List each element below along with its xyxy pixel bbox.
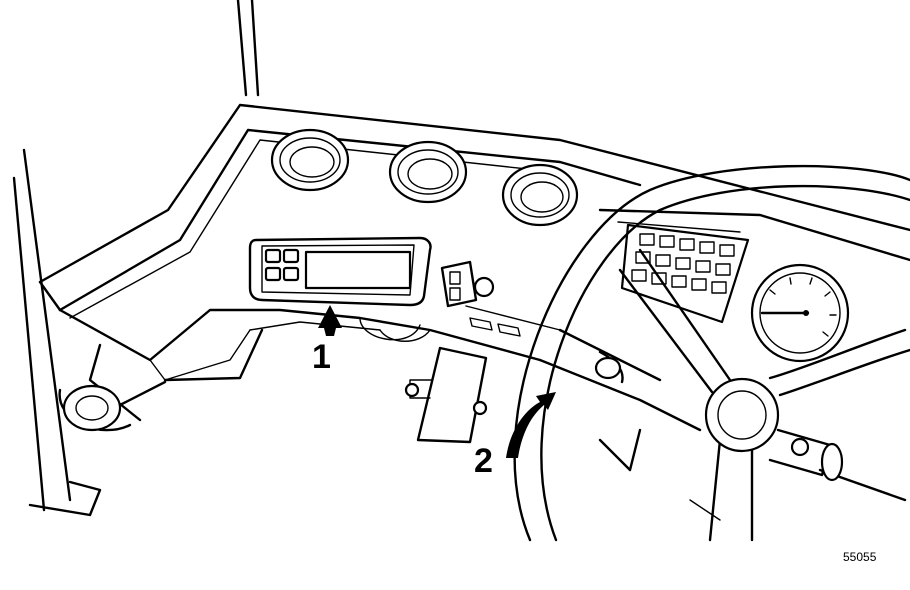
steering-column (558, 328, 662, 384)
callout-2-label: 2 (474, 442, 493, 480)
warning-light-panel (620, 223, 750, 324)
dashboard-body (38, 103, 910, 521)
arrow-1 (318, 305, 342, 336)
steering-wheel (513, 164, 910, 542)
switch-block (440, 260, 561, 337)
instrument-cluster (598, 208, 910, 363)
display-unit (248, 236, 432, 307)
vent-center (388, 140, 468, 204)
left-side-vent (58, 380, 167, 432)
column-stalk (768, 428, 844, 482)
steering-hub (704, 377, 780, 453)
cab-pillars (12, 0, 260, 517)
vent-right (501, 163, 579, 227)
display-buttons (264, 248, 300, 282)
air-vents (270, 128, 579, 227)
accelerator-pedal (379, 329, 488, 444)
figure-reference-number: 55055 (843, 550, 877, 564)
vent-left (270, 128, 350, 192)
callout-1-label: 1 (312, 338, 331, 376)
speedometer-gauge (750, 263, 850, 363)
arrow-2 (506, 392, 556, 458)
